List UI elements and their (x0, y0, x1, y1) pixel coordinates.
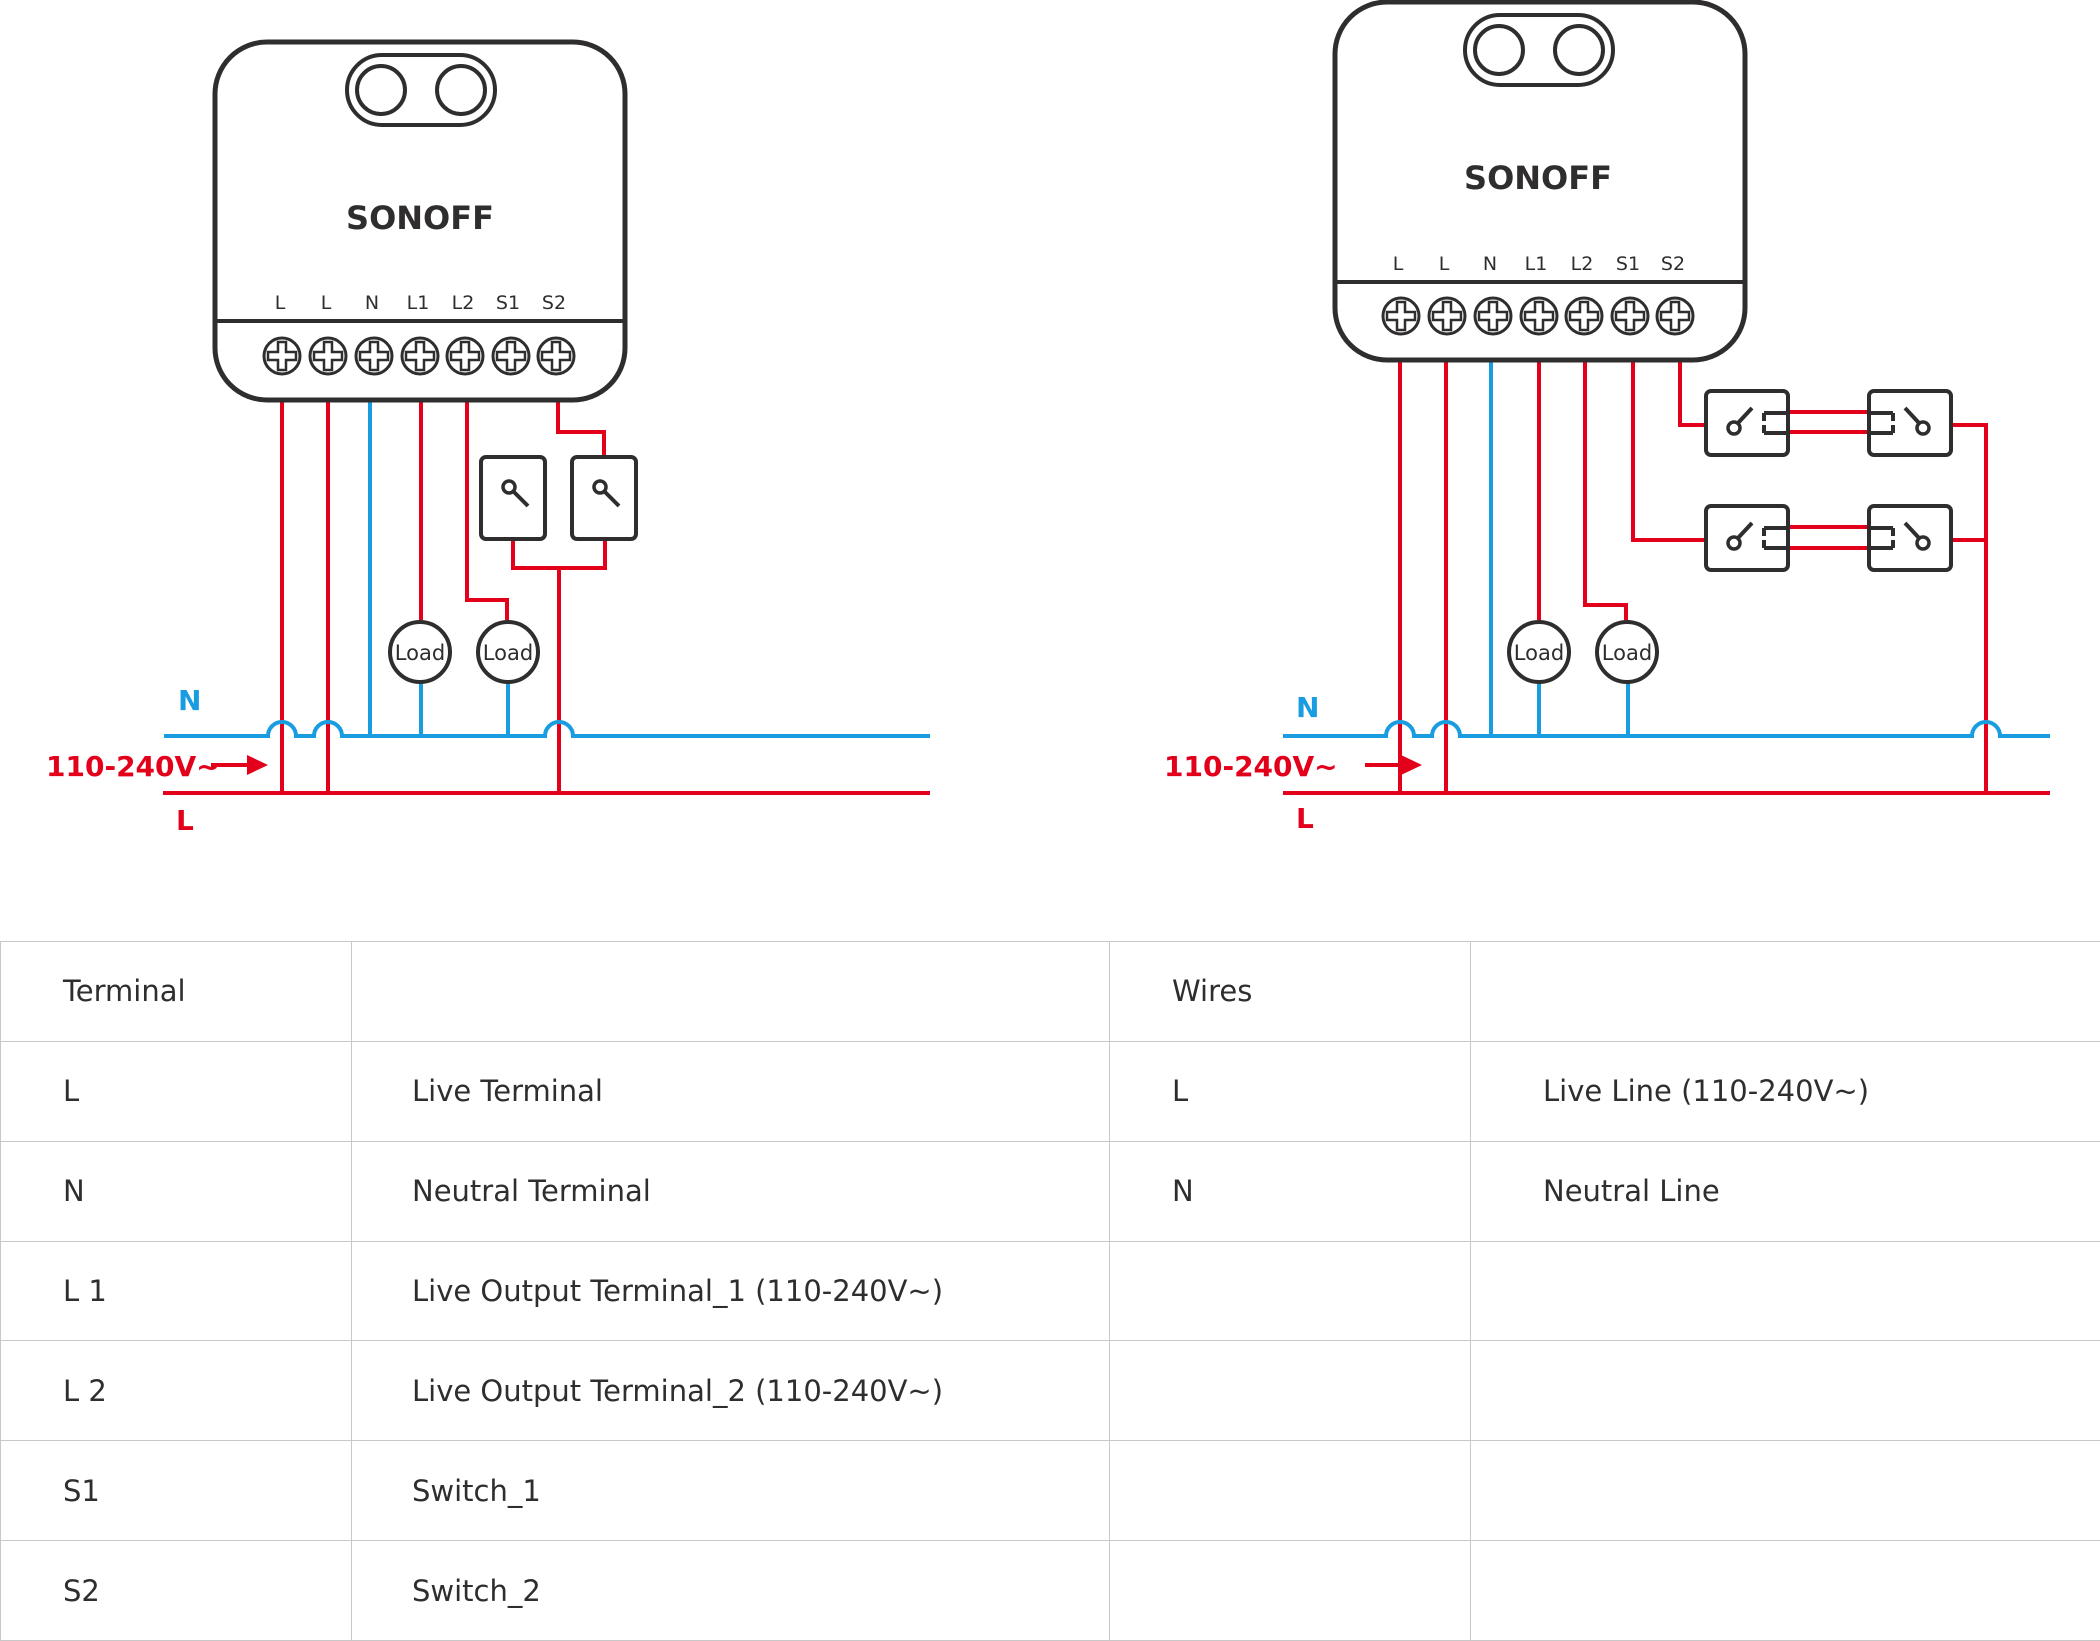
left-load-1: Load (388, 620, 452, 684)
terminal-label: S2 (542, 292, 566, 314)
screw-terminal-icon (354, 336, 394, 376)
arrow-right-icon (1365, 755, 1422, 775)
right-two-way-switch-2b-icon (1867, 504, 1953, 572)
table-cell: Live Output Terminal_2 (110-240V~) (351, 1340, 1110, 1442)
table-cell: Neutral Line (1470, 1140, 2100, 1242)
terminal-label: N (1483, 253, 1497, 275)
table-row: L 2 Live Output Terminal_2 (110-240V~) (0, 1340, 2100, 1442)
arrow-right-icon (211, 755, 268, 775)
terminal-label: S1 (496, 292, 520, 314)
terminal-label: L2 (1571, 253, 1594, 275)
screw-terminal-icon (1655, 296, 1695, 336)
table-cell (1470, 1440, 2100, 1542)
left-terminal-labels: L L N L1 L2 S1 S2 (275, 292, 566, 314)
right-neutral-label: N (1296, 691, 1319, 724)
right-load-1: Load (1507, 620, 1571, 684)
header-cell-terminal: Terminal (0, 941, 352, 1042)
right-load-2: Load (1595, 620, 1659, 684)
screw-terminal-icon (308, 336, 348, 376)
right-wiring-diagram: SONOFF L L N L1 L2 S1 S2 (1164, 0, 2050, 835)
table-cell: Switch_1 (351, 1440, 1110, 1542)
screw-terminal-icon (536, 336, 576, 376)
table-row: N Neutral Terminal N Neutral Line (0, 1140, 2100, 1242)
terminal-label: L2 (452, 292, 475, 314)
right-neutral-wires (1283, 358, 2050, 738)
header-cell-wires: Wires (1109, 941, 1471, 1042)
table-cell (1109, 1240, 1471, 1342)
right-sonoff-device: SONOFF L L N L1 L2 S1 S2 (1332, 0, 1748, 363)
left-wiring-diagram: SONOFF L L N L1 L2 S1 S2 (46, 39, 930, 837)
screw-terminal-icon (491, 336, 531, 376)
left-voltage-label: 110-240V~ (46, 750, 220, 783)
left-brand-logo: SONOFF (346, 199, 494, 237)
table-row: S1 Switch_1 (0, 1440, 2100, 1542)
right-voltage-label: 110-240V~ (1164, 750, 1338, 783)
header-cell-terminal-desc (351, 941, 1110, 1042)
table-cell: Live Terminal (351, 1040, 1110, 1142)
table-cell (1109, 1540, 1471, 1641)
left-neutral-wires (164, 398, 930, 738)
terminal-label: L (321, 292, 332, 314)
table-cell (1470, 1540, 2100, 1641)
screw-terminal-icon (262, 336, 302, 376)
table-header-row: Terminal Wires (0, 941, 2100, 1042)
table-cell: L 2 (0, 1340, 352, 1442)
right-two-way-switch-1b-icon (1867, 389, 1953, 457)
right-live-label: L (1296, 802, 1314, 835)
load-label: Load (1514, 641, 1564, 665)
table-cell: Switch_2 (351, 1540, 1110, 1641)
wiring-diagrams: SONOFF L L N L1 L2 S1 S2 (46, 0, 2050, 837)
table-cell: L 1 (0, 1240, 352, 1342)
load-label: Load (483, 641, 533, 665)
table-cell (1109, 1340, 1471, 1442)
table-cell: N (0, 1140, 352, 1242)
table-cell: L (0, 1040, 352, 1142)
right-two-way-switch-2a-icon (1704, 504, 1790, 572)
screw-terminal-icon (1381, 296, 1421, 336)
table-cell (1470, 1340, 2100, 1442)
screw-terminal-icon (400, 336, 440, 376)
table-cell: Neutral Terminal (351, 1140, 1110, 1242)
terminal-wires-table: Terminal Wires L Live Terminal L Live Li… (0, 941, 2100, 1641)
table-cell: S2 (0, 1540, 352, 1641)
screw-terminal-icon (1427, 296, 1467, 336)
terminal-label: L1 (407, 292, 430, 314)
terminal-label: L (275, 292, 286, 314)
table-row: L 1 Live Output Terminal_1 (110-240V~) (0, 1240, 2100, 1342)
screw-terminal-icon (1610, 296, 1650, 336)
table-cell: N (1109, 1140, 1471, 1242)
left-live-label: L (176, 804, 194, 837)
terminal-label: N (365, 292, 379, 314)
left-sonoff-device: SONOFF L L N L1 L2 S1 S2 (212, 39, 628, 403)
screw-terminal-icon (445, 336, 485, 376)
left-switch-1-icon (479, 455, 547, 541)
header-cell-wires-desc (1470, 941, 2100, 1042)
table-row: L Live Terminal L Live Line (110-240V~) (0, 1040, 2100, 1142)
left-load-2: Load (476, 620, 540, 684)
load-label: Load (1602, 641, 1652, 665)
terminal-label: L1 (1525, 253, 1548, 275)
right-brand-logo: SONOFF (1464, 159, 1612, 197)
terminal-label: S2 (1661, 253, 1685, 275)
left-live-wires (163, 398, 930, 795)
terminal-label: L (1393, 253, 1404, 275)
left-neutral-label: N (178, 684, 201, 717)
table-cell: S1 (0, 1440, 352, 1542)
screw-terminal-icon (1519, 296, 1559, 336)
screw-terminal-icon (1473, 296, 1513, 336)
table-row: S2 Switch_2 (0, 1540, 2100, 1641)
right-two-way-switch-1a-icon (1704, 389, 1790, 457)
right-terminal-labels: L L N L1 L2 S1 S2 (1393, 253, 1685, 275)
terminal-label: S1 (1616, 253, 1640, 275)
table-cell: Live Line (110-240V~) (1470, 1040, 2100, 1142)
terminal-label: L (1439, 253, 1450, 275)
table-cell (1109, 1440, 1471, 1542)
table-cell: L (1109, 1040, 1471, 1142)
left-switch-2-icon (570, 455, 638, 541)
screw-terminal-icon (1564, 296, 1604, 336)
load-label: Load (395, 641, 445, 665)
table-cell (1470, 1240, 2100, 1342)
table-cell: Live Output Terminal_1 (110-240V~) (351, 1240, 1110, 1342)
